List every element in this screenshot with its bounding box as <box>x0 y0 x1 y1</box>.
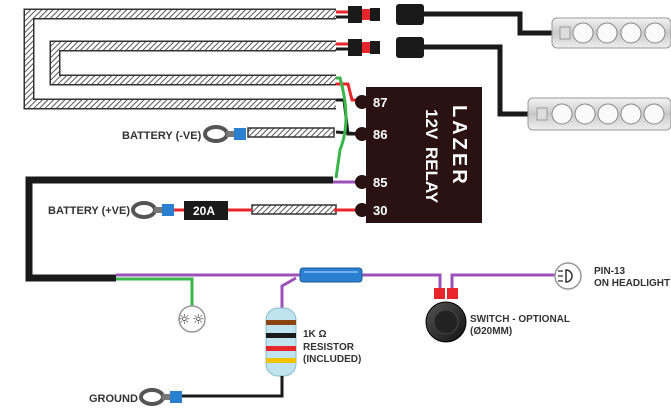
relay-pin-86 <box>355 127 369 141</box>
ring-terminal-icon <box>203 125 246 143</box>
battery-negative: BATTERY (-VE) <box>122 125 246 143</box>
led-light-bar-icon <box>551 17 671 49</box>
resistor-label-value: 1K Ω <box>303 329 327 340</box>
svg-text:☼: ☼ <box>178 312 191 328</box>
battery-positive: BATTERY (+VE) 20A <box>48 201 252 220</box>
lamp-wire-top <box>424 11 552 36</box>
resistor-lead <box>280 276 297 310</box>
relay-title-relay: RELAY <box>422 147 441 204</box>
relay-pin-87 <box>355 95 369 109</box>
relay-pin-label: 87 <box>373 95 387 110</box>
relay-brand-logo: LAZER <box>448 105 470 187</box>
switch-size-label: (Ø20MM) <box>470 326 512 337</box>
switch-wire-in <box>362 273 442 290</box>
resistor-label-note: (INCLUDED) <box>303 354 361 365</box>
switch: SWITCH - OPTIONAL (Ø20MM) <box>425 288 570 343</box>
plug-wires <box>336 10 350 51</box>
headlight-connection: PIN-13 ON HEADLIGHT <box>554 262 670 290</box>
relay-wires <box>332 76 361 212</box>
relay-title-12v: 12V <box>422 109 441 140</box>
svg-text:☼: ☼ <box>192 312 205 328</box>
fuse-label: 20A <box>193 204 215 218</box>
lamp-wire-bottom <box>424 44 530 117</box>
ground-label: GROUND <box>89 393 138 405</box>
relay-pin-label: 30 <box>373 203 387 218</box>
relay-pin-85 <box>355 175 369 189</box>
relay-pin-label: 86 <box>373 127 387 142</box>
headlight-location-label: ON HEADLIGHT <box>594 278 670 289</box>
headlight-pin-label: PIN-13 <box>594 266 626 277</box>
ground-terminal: GROUND <box>89 388 182 406</box>
resistor: 1K Ω RESISTOR (INCLUDED) <box>265 307 361 377</box>
ground-return-wire <box>25 176 333 282</box>
parking-light-icon: ☼ ☼ <box>178 305 206 333</box>
relay: 87 86 85 30 12V RELAY LAZER <box>355 87 482 223</box>
battery-positive-label: BATTERY (+VE) <box>48 205 130 217</box>
heat-shrink-sleeve <box>299 267 363 283</box>
plug-connector-top <box>348 4 424 25</box>
switch-wire-out <box>450 273 555 290</box>
relay-pin-label: 85 <box>373 175 387 190</box>
ring-terminal-icon <box>139 388 182 406</box>
switch-label: SWITCH - OPTIONAL <box>470 314 570 325</box>
resistor-label-name: RESISTOR <box>303 342 355 353</box>
relay-pin-30 <box>355 203 369 217</box>
fuse-holder <box>184 201 228 220</box>
plug-connector-bottom <box>348 37 424 58</box>
ground-wire <box>180 376 284 398</box>
ring-terminal-icon <box>131 201 174 219</box>
headlight-icon <box>554 262 582 290</box>
parking-light-wire <box>116 277 194 306</box>
battery-negative-label: BATTERY (-VE) <box>122 130 202 142</box>
wiring-loom <box>23 8 337 215</box>
led-light-bar-icon <box>527 97 671 131</box>
